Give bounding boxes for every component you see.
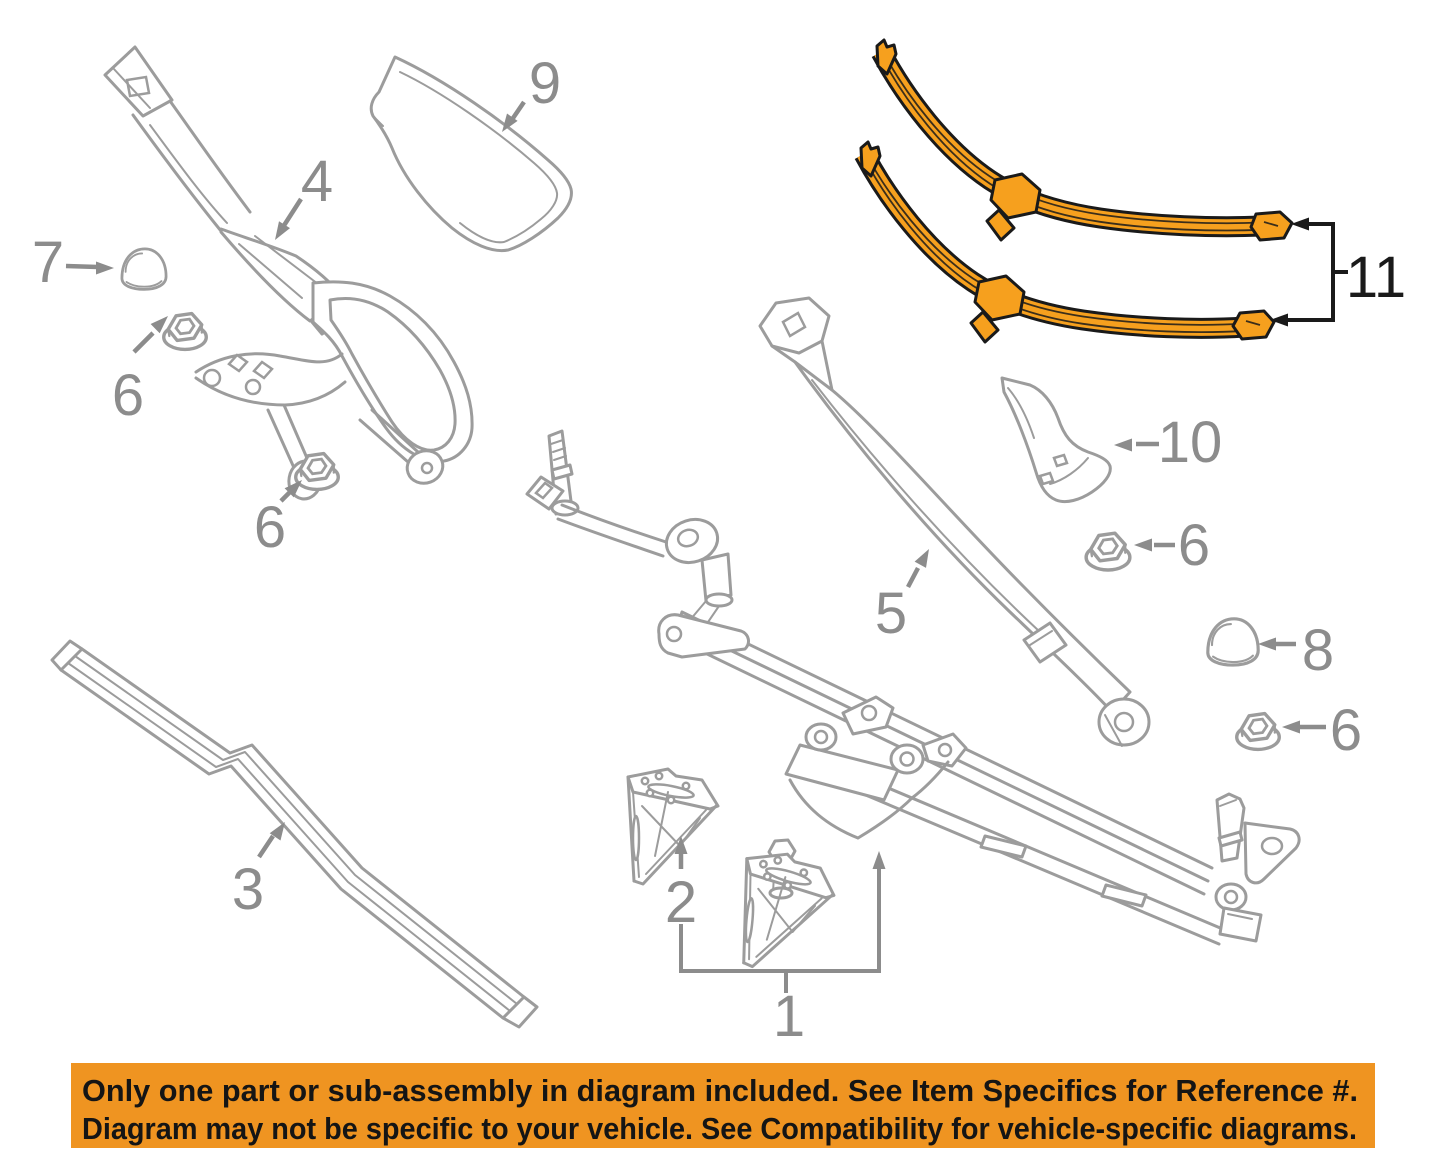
callout-11: 11 xyxy=(1270,217,1406,327)
wiper-blade-lower xyxy=(854,140,1276,344)
arm-clip xyxy=(1022,621,1068,664)
part-7-cap xyxy=(120,247,168,291)
part-4-wiper-arm-left xyxy=(103,45,474,501)
disclaimer-banner: Only one part or sub-assembly in diagram… xyxy=(71,1063,1375,1148)
arrow-icon xyxy=(1114,438,1132,452)
callout-6c-label: 6 xyxy=(1178,513,1210,578)
part-11-wiper-blade-pair xyxy=(854,38,1294,344)
arm-bracket xyxy=(194,352,344,374)
wiper-blade-upper xyxy=(871,38,1294,242)
cover-outline xyxy=(1000,376,1112,504)
callout-1-label: 1 xyxy=(773,984,805,1049)
refill-edge xyxy=(80,647,526,999)
arrow-icon xyxy=(1270,313,1288,327)
callout-6b-label: 6 xyxy=(254,495,286,560)
callout-7-label: 7 xyxy=(32,230,64,295)
callout-5: 5 xyxy=(875,549,929,646)
arrow-icon xyxy=(674,836,688,854)
arrow-icon xyxy=(1258,637,1276,651)
callout-8: 8 xyxy=(1258,618,1334,683)
banner-background xyxy=(71,1063,1375,1148)
arrow-icon xyxy=(96,261,114,275)
part-10-arm-cover xyxy=(1000,376,1112,504)
callout-9: 9 xyxy=(502,51,561,132)
callout-1-bracket xyxy=(679,864,881,973)
link-plate xyxy=(657,613,750,659)
callout-1: 1 xyxy=(679,851,886,1049)
arrow-icon xyxy=(150,316,168,334)
blade-adapter xyxy=(989,172,1042,220)
part-9-arm-cover xyxy=(369,55,573,253)
arrow-icon xyxy=(1291,217,1309,231)
callout-3: 3 xyxy=(232,822,285,922)
arrow-icon xyxy=(914,549,929,568)
callout-6d-label: 6 xyxy=(1330,698,1362,763)
refill-end-cap-left xyxy=(50,639,84,672)
part-5-wiper-arm-right xyxy=(758,296,1151,747)
callout-3-label: 3 xyxy=(232,857,264,922)
disclaimer-line-1: Only one part or sub-assembly in diagram… xyxy=(82,1073,1358,1108)
callout-4: 4 xyxy=(275,149,333,240)
callout-11-label: 11 xyxy=(1346,245,1406,310)
arrow-icon xyxy=(1282,720,1300,734)
refill-end-cap-right xyxy=(501,995,539,1029)
callout-5-label: 5 xyxy=(875,581,907,646)
callout-10-label: 10 xyxy=(1158,410,1223,475)
callout-10: 10 xyxy=(1114,410,1222,475)
cover-outline xyxy=(369,55,573,253)
callout-7: 7 xyxy=(32,230,114,295)
part-3-blade-refill xyxy=(50,639,539,1029)
callout-6b: 6 xyxy=(254,480,302,560)
callout-6d: 6 xyxy=(1282,698,1362,763)
arrow-icon xyxy=(1134,538,1152,552)
callout-6c: 6 xyxy=(1134,513,1210,578)
arrow-icon xyxy=(872,851,886,869)
arrow-icon xyxy=(284,480,302,498)
callout-11-bracket xyxy=(1286,222,1348,322)
callout-4-label: 4 xyxy=(301,149,333,214)
motor-mount-plate xyxy=(784,743,900,802)
blade-tip-cap xyxy=(875,38,898,76)
arrow-icon xyxy=(269,822,285,841)
blade-tip-cap xyxy=(859,140,882,178)
arrow-icon xyxy=(502,113,518,132)
callout-6a: 6 xyxy=(112,316,168,428)
callout-6a-label: 6 xyxy=(112,363,144,428)
blade-end-cap xyxy=(1249,210,1294,242)
callout-8-label: 8 xyxy=(1302,618,1334,683)
part-1-wiper-linkage-assembly xyxy=(525,429,1301,975)
arrow-icon xyxy=(275,221,290,240)
blade-adapter xyxy=(973,274,1026,322)
part-8-cap xyxy=(1206,617,1260,667)
blade-end-cap xyxy=(1231,309,1276,341)
disclaimer-line-2: Diagram may not be specific to your vehi… xyxy=(82,1111,1357,1146)
callout-9-label: 9 xyxy=(529,51,561,116)
